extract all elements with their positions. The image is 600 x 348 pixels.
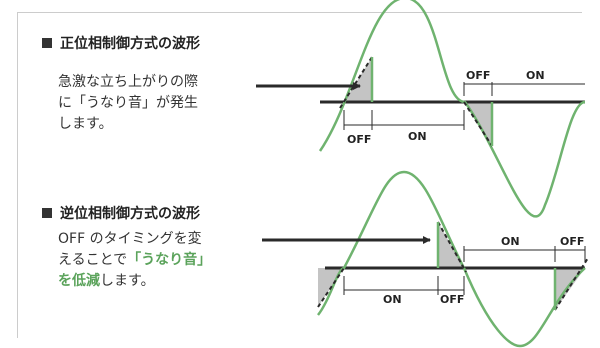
reverse-description: OFF のタイミングを変 えることで「うなり音」 を低減します。 (58, 229, 211, 292)
reverse-waveform: ON OFF ON OFF (262, 170, 589, 348)
reverse-desc-suffix: します。 (100, 273, 155, 289)
square-bullet-icon (42, 38, 52, 48)
reverse-desc-prefix: OFF のタイミングを変 えることで (58, 231, 202, 268)
reverse-dash-2 (437, 221, 467, 273)
forward-shade-1 (344, 57, 372, 102)
forward-sine (318, 0, 586, 218)
forward-title: 正位相制御方式の波形 (60, 36, 200, 52)
forward-waveform: OFF ON OFF ON (256, 0, 586, 218)
reverse-on-label-1: ON (383, 293, 402, 306)
reverse-dash-3 (554, 257, 589, 311)
reverse-off-label-2: OFF (560, 235, 584, 248)
reverse-off-label-1: OFF (440, 293, 464, 306)
square-bullet-icon (42, 208, 52, 218)
forward-heading: 正位相制御方式の波形 (42, 33, 200, 53)
forward-off-label-2: OFF (466, 69, 490, 82)
forward-off-label-1: OFF (347, 133, 371, 146)
reverse-shade-3 (555, 268, 585, 310)
reverse-dash-1 (317, 267, 345, 308)
forward-dash-2 (463, 101, 493, 147)
forward-on-label-2: ON (526, 69, 545, 82)
forward-on-label-1: ON (408, 130, 427, 143)
forward-description: 急激な立ち上がりの際 に「うなり音」が発生 します。 (58, 74, 198, 132)
reverse-title: 逆位相制御方式の波形 (60, 206, 200, 222)
reverse-desc-highlight: 「うなり音」 を低減 (58, 252, 212, 289)
reverse-sine (317, 170, 586, 348)
reverse-heading: 逆位相制御方式の波形 (42, 203, 200, 223)
reverse-on-label-2: ON (501, 235, 520, 248)
frame (17, 12, 582, 338)
